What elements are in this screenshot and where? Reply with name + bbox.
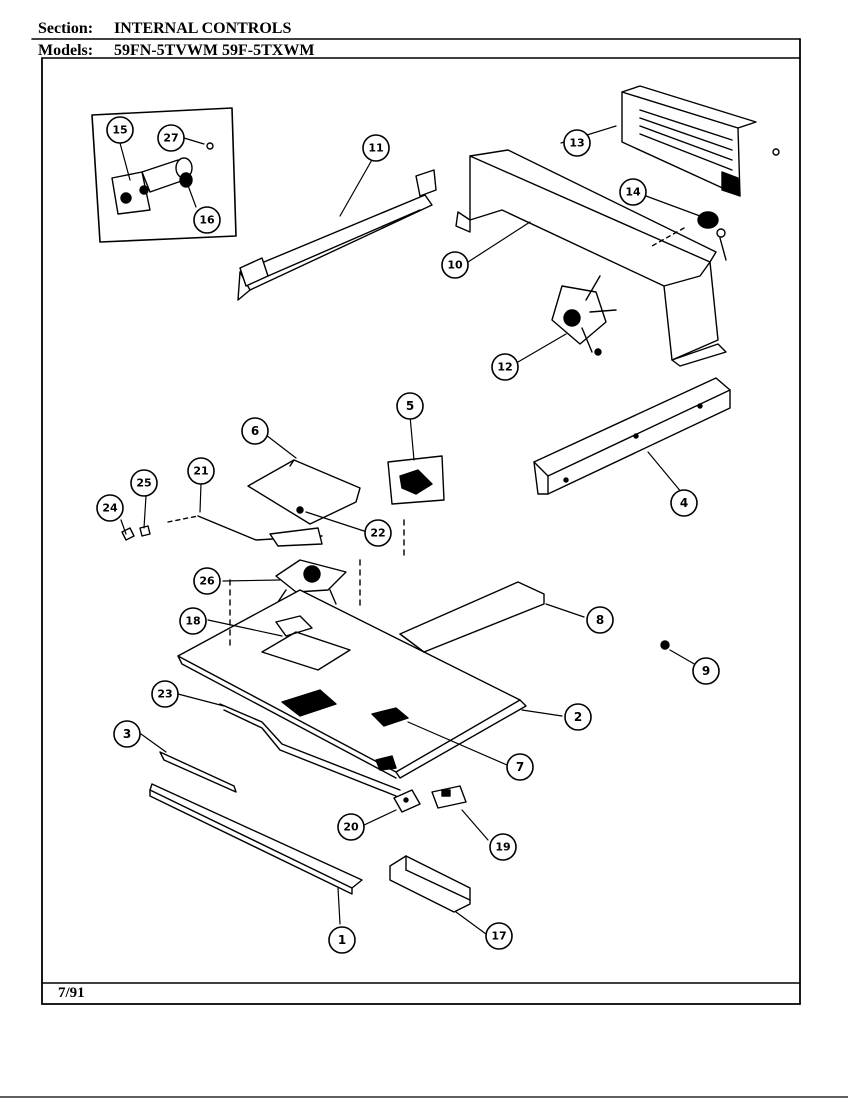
callout-17: 17 [491, 930, 506, 943]
section-title: INTERNAL CONTROLS [114, 20, 292, 37]
channel-1 [149, 783, 363, 895]
insulation-strip [399, 581, 545, 653]
leader-lines [119, 125, 704, 935]
control-cover [247, 459, 361, 525]
models-label: Models: [38, 42, 94, 59]
side-rail [533, 377, 731, 495]
diagram-frame [0, 38, 848, 1098]
callout-5: 5 [406, 399, 414, 413]
bracket-17 [389, 855, 471, 913]
blower-duct [455, 149, 727, 367]
nut-part [660, 640, 670, 650]
callout-20: 20 [343, 821, 359, 834]
callout-21: 21 [193, 465, 208, 478]
callout-26: 26 [199, 575, 215, 588]
callout-9: 9 [702, 664, 710, 678]
relay-assembly [275, 559, 361, 611]
callout-1: 1 [338, 933, 346, 947]
callout-13: 13 [569, 137, 584, 150]
callout-19: 19 [495, 841, 510, 854]
callout-markers [96, 116, 720, 954]
callout-18: 18 [185, 615, 200, 628]
models-heading: Models: 59FN-5TVWM 59F-5TXWM [38, 42, 314, 60]
grommet-part [651, 211, 727, 261]
callout-16: 16 [199, 214, 215, 227]
callout-3: 3 [123, 727, 131, 741]
callout-24: 24 [102, 502, 118, 515]
models-list: 59FN-5TVWM 59F-5TXWM [114, 42, 315, 59]
callout-2: 2 [574, 710, 582, 724]
revision-date: 7/91 [58, 985, 85, 1001]
callout-12: 12 [497, 361, 512, 374]
callout-27: 27 [163, 132, 178, 145]
callout-11: 11 [368, 142, 383, 155]
callout-10: 10 [447, 259, 463, 272]
fan-motor [551, 275, 617, 356]
callout-labels: 1 2 3 4 5 6 7 8 9 10 11 12 13 14 15 16 1… [102, 124, 710, 948]
support-rod [219, 703, 401, 797]
temperature-sensor [387, 455, 445, 505]
vent-grille [621, 85, 780, 197]
callout-4: 4 [680, 496, 688, 510]
bracket-3 [159, 751, 237, 793]
callout-22: 22 [370, 527, 385, 540]
section-heading: Section: INTERNAL CONTROLS [38, 20, 291, 38]
section-label: Section: [38, 20, 94, 37]
callout-15: 15 [112, 124, 127, 137]
upper-bracket [237, 169, 437, 301]
base-panel [177, 519, 527, 779]
callout-25: 25 [136, 477, 151, 490]
wire-lead [167, 506, 323, 547]
callout-23: 23 [157, 688, 172, 701]
callout-6: 6 [251, 424, 259, 438]
switch-20 [393, 789, 421, 813]
callout-14: 14 [625, 186, 641, 199]
callout-8: 8 [596, 613, 604, 627]
callout-7: 7 [516, 760, 524, 774]
switch-19 [431, 785, 467, 809]
